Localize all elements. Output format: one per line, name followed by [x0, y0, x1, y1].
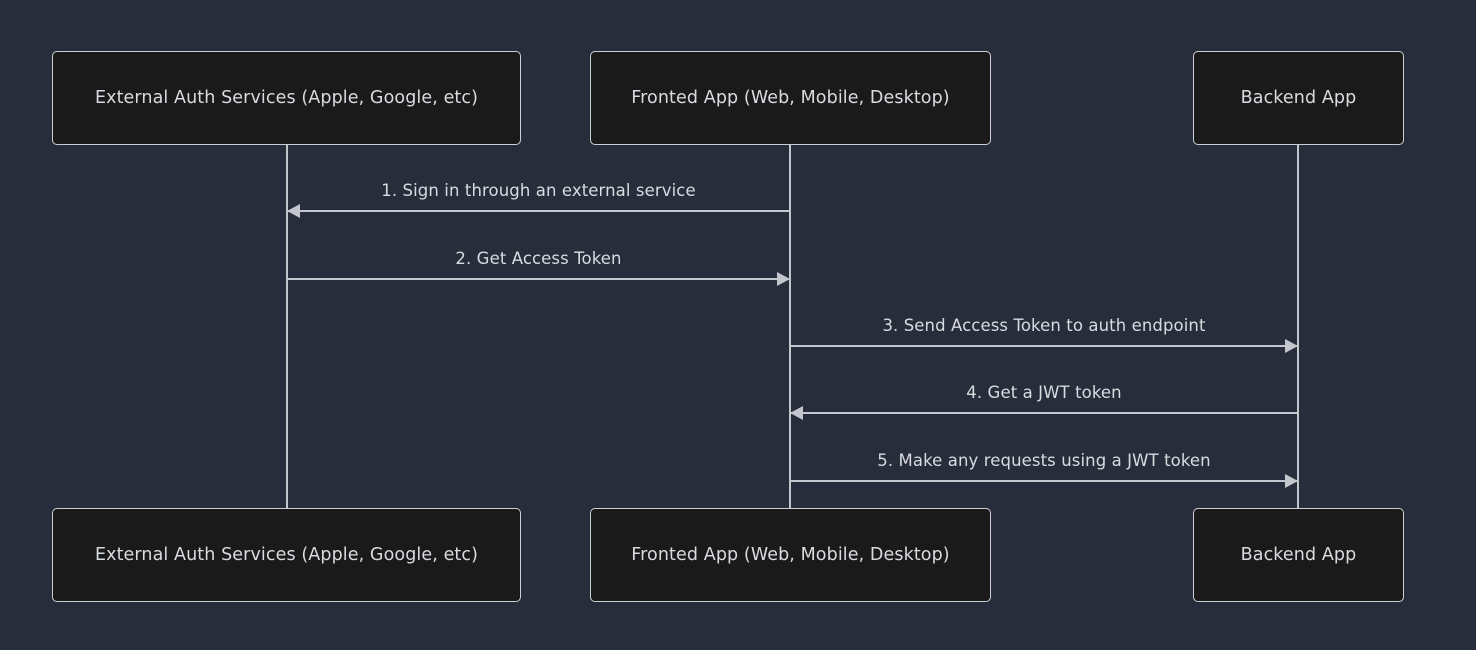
actor-box-bottom-frontend-app[interactable]: Fronted App (Web, Mobile, Desktop)	[590, 508, 991, 602]
message-label: 2. Get Access Token	[455, 249, 622, 268]
lifeline-frontend-app	[789, 145, 791, 508]
lifeline-external-auth	[286, 145, 288, 508]
actor-box-top-frontend-app[interactable]: Fronted App (Web, Mobile, Desktop)	[590, 51, 991, 145]
arrowhead-icon	[790, 406, 803, 420]
actor-label: Backend App	[1240, 545, 1357, 565]
message-label: 3. Send Access Token to auth endpoint	[882, 316, 1206, 335]
actor-label: Fronted App (Web, Mobile, Desktop)	[631, 545, 950, 565]
actor-box-top-backend-app[interactable]: Backend App	[1193, 51, 1404, 145]
arrowhead-icon	[1285, 339, 1298, 353]
actor-box-bottom-backend-app[interactable]: Backend App	[1193, 508, 1404, 602]
message-line	[790, 480, 1298, 482]
arrowhead-icon	[287, 204, 300, 218]
arrowhead-icon	[1285, 474, 1298, 488]
message-label: 5. Make any requests using a JWT token	[877, 451, 1211, 470]
message-line	[287, 278, 790, 280]
actor-box-bottom-external-auth[interactable]: External Auth Services (Apple, Google, e…	[52, 508, 521, 602]
arrowhead-icon	[777, 272, 790, 286]
actor-label: External Auth Services (Apple, Google, e…	[94, 88, 479, 108]
actor-box-top-external-auth[interactable]: External Auth Services (Apple, Google, e…	[52, 51, 521, 145]
lifeline-backend-app	[1297, 145, 1299, 508]
message-label: 1. Sign in through an external service	[381, 181, 696, 200]
actor-label: Backend App	[1240, 88, 1357, 108]
message-line	[790, 412, 1298, 414]
actor-label: Fronted App (Web, Mobile, Desktop)	[631, 88, 950, 108]
message-label: 4. Get a JWT token	[966, 383, 1122, 402]
message-line	[790, 345, 1298, 347]
message-line	[287, 210, 790, 212]
actor-label: External Auth Services (Apple, Google, e…	[94, 545, 479, 565]
